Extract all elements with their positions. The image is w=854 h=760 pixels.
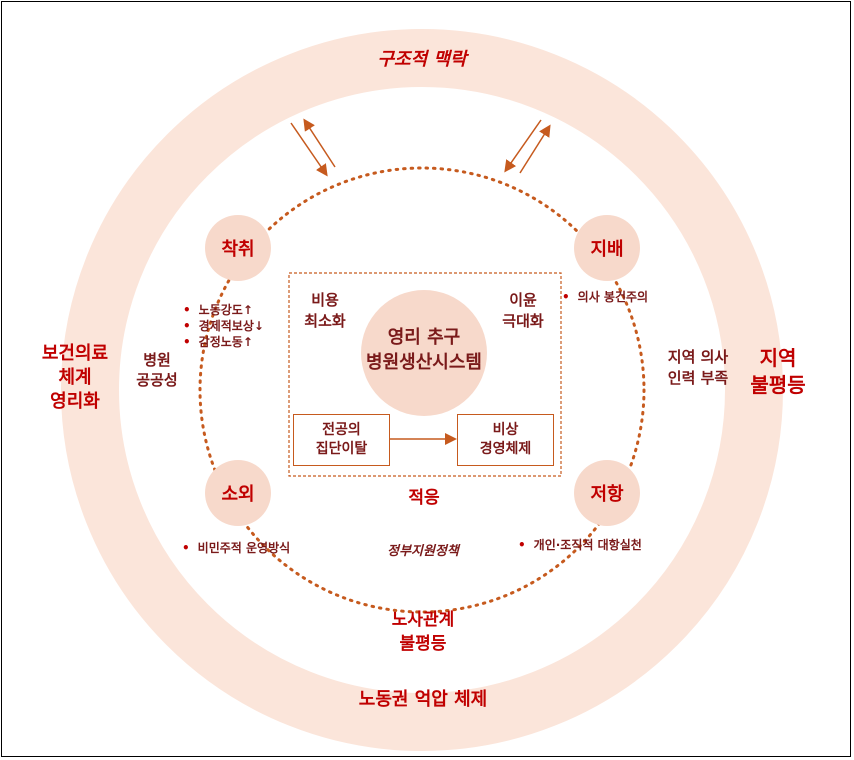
government-support-policy-label: 정부지원정책 bbox=[387, 544, 459, 559]
emergency-management-box: 비상 경영체제 bbox=[457, 414, 554, 466]
arrow-out-left bbox=[303, 118, 336, 168]
core-center-circle bbox=[361, 290, 487, 416]
outer-ring bbox=[61, 29, 783, 751]
regional-doctor-shortage-label: 지역 의사 인력 부족 bbox=[667, 348, 729, 387]
inner-dotted-circle bbox=[198, 166, 646, 614]
list-item: 노동강도↑ bbox=[183, 302, 264, 318]
structural-context-label: 구조적 맥락 bbox=[377, 49, 467, 70]
domination-node: 지배 bbox=[574, 215, 640, 281]
list-item: 감정노동↑ bbox=[183, 334, 264, 350]
profit-seeking-system-label: 영리 추구 병원생산시스템 bbox=[366, 327, 482, 373]
arrow-in-right bbox=[504, 119, 542, 173]
regional-inequality-label: 지역 불평등 bbox=[750, 346, 806, 397]
labor-relations-inequality-label: 노사관계 불평등 bbox=[391, 610, 455, 654]
residents-walkout-box: 전공의 집단이탈 bbox=[293, 414, 390, 466]
adaptation-label: 적응 bbox=[408, 488, 440, 508]
exploitation-bullets: 노동강도↑ 경제적보상↓ 감정노동↑ bbox=[183, 302, 264, 350]
list-item: 개인·조직적 대항실천 bbox=[518, 537, 642, 553]
domination-bullets: 의사 봉건주의 bbox=[562, 289, 648, 305]
resistance-bullets: 개인·조직적 대항실천 bbox=[518, 537, 642, 553]
resistance-node: 저항 bbox=[574, 460, 640, 526]
list-item: 의사 봉건주의 bbox=[562, 289, 648, 305]
exploitation-node: 착취 bbox=[205, 215, 271, 281]
hospital-publicness-label: 병원 공공성 bbox=[136, 351, 178, 389]
alienation-node: 소외 bbox=[205, 460, 271, 526]
arrow-out-right bbox=[519, 124, 551, 174]
labor-rights-suppression-label: 노동권 억압 체제 bbox=[358, 689, 488, 710]
cost-minimization-label: 비용 최소화 bbox=[304, 291, 346, 330]
alienation-bullets: 비민주적 운영방식 bbox=[182, 540, 291, 556]
profit-maximization-label: 이윤 극대화 bbox=[502, 291, 544, 330]
core-dashed-box bbox=[288, 272, 562, 477]
healthcare-commercialization-label: 보건의료 체계 영리화 bbox=[41, 343, 109, 412]
list-item: 경제적보상↓ bbox=[183, 318, 264, 334]
arrow-in-left bbox=[290, 122, 328, 177]
list-item: 비민주적 운영방식 bbox=[182, 540, 291, 556]
